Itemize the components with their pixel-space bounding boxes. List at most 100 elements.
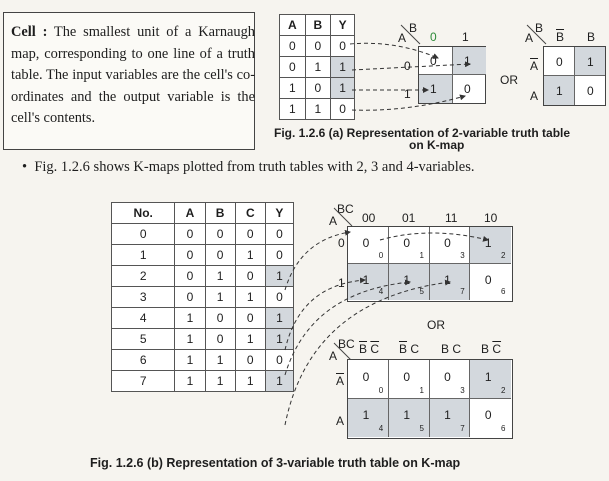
kmap2-corner-row: A	[525, 31, 534, 45]
tt2-cell: 1	[264, 370, 295, 392]
kmap2-cell-value: 1	[556, 84, 563, 98]
kmap3a-cell-index: 7	[460, 287, 465, 296]
kmap3b-col-header-bbar-cbar: B C	[359, 342, 379, 356]
kmap3b-cell-index: 4	[378, 424, 384, 433]
arrow-line	[349, 42, 439, 59]
kmap1-cell-value: 1	[464, 54, 471, 68]
tt1-cell: 0	[330, 98, 355, 120]
bullet-paragraph: • Fig. 1.2.6 shows K-maps plotted from t…	[22, 159, 475, 176]
kmap3b-cell-index: 1	[419, 385, 424, 395]
kmap3b-cell-index: 5	[419, 424, 424, 433]
kmap3b-cell-value: 1	[484, 369, 492, 384]
bullet-icon: •	[22, 159, 35, 175]
kmap1-cell: 0	[453, 75, 486, 103]
kmap3b-corner-row: A	[329, 349, 338, 363]
kmap3a-col-header: 01	[402, 211, 416, 225]
kmap3a-cell-index: 3	[460, 250, 465, 260]
kmap2-cell: 1	[544, 76, 575, 105]
kmap1-cell-value: 0	[464, 82, 471, 96]
kmap3a-cell-value: 0	[362, 236, 370, 251]
kmap3b-cell-value: 0	[444, 369, 451, 384]
kmap3b-col-b: B	[481, 342, 490, 356]
kmap3a-corner-col: BC	[337, 202, 354, 216]
kmap2-grid: 0 1 1 0	[543, 46, 606, 106]
kmap3a-cell-value: 0	[444, 236, 451, 251]
caption-b: Fig. 1.2.6 (b) Representation of 3-varia…	[90, 456, 461, 470]
kmap1-corner-diagonal	[400, 24, 421, 45]
two-var-truth-table: A B Y 0 0 0 0 1 1 1 0 1 1 1 0	[279, 14, 355, 120]
kmap3b-corner-col: BC	[338, 337, 355, 351]
kmap1-cell: 1	[453, 47, 486, 75]
kmap3a-corner-diagonal	[333, 207, 353, 227]
arrow-line	[284, 229, 351, 291]
kmap1-cell-value: 0	[430, 54, 437, 68]
kmap3b-col-c: C	[410, 342, 420, 356]
kmap3a-cell-index: 6	[501, 287, 506, 296]
kmap3a-row-header: 1	[338, 276, 345, 290]
definition-paragraph: Cell : The smallest unit of a Karnaugh m…	[11, 22, 255, 130]
kmap2-col-header-bbar: B	[556, 30, 565, 44]
kmap2-row-header-a: A	[530, 89, 539, 103]
kmap3a-cell-index: 0	[378, 250, 384, 260]
arrow-line	[284, 277, 366, 351]
kmap3b-cell-value: 0	[484, 408, 492, 423]
kmap1-corner-row: A	[398, 31, 407, 45]
kmap2-corner-diagonal	[526, 24, 547, 45]
kmap3a-cell-value: 0	[403, 236, 411, 251]
kmap3b-cell-value: 0	[362, 369, 370, 384]
kmap2-col-header-b: B	[587, 30, 596, 44]
kmap1-cell: 0	[419, 47, 453, 75]
tt1-cell: 1	[330, 77, 355, 99]
kmap3a-col-header: 10	[484, 211, 498, 225]
kmap3b-row-header-a: A	[336, 414, 345, 428]
tt1-cell: 1	[330, 56, 355, 78]
tt2-cell: 1	[264, 328, 295, 350]
kmap3a-cell-index: 1	[419, 250, 424, 260]
kmap3b-col-b: B	[441, 342, 450, 356]
kmap3a-cell-value: 1	[362, 272, 370, 287]
kmap1-col-header: 1	[462, 30, 469, 44]
kmap2-cell-value: 0	[556, 55, 563, 69]
kmap3b-cell-value: 1	[444, 408, 451, 423]
table-row: 1 1 0	[279, 98, 355, 120]
kmap3a-col-header: 00	[362, 211, 376, 225]
kmap1-row-header: 0	[404, 59, 411, 73]
kmap3b-cell-index: 3	[460, 385, 465, 395]
kmap3a-corner-row: A	[329, 214, 338, 228]
kmap3a-cell-index: 5	[419, 287, 424, 296]
kmap3b-cell-index: 2	[501, 385, 506, 395]
kmap2-corner-col: B	[535, 21, 544, 35]
kmap3b-col-b: B	[399, 342, 408, 356]
table-row: 0 0 0	[279, 35, 355, 57]
arrow-line	[351, 94, 466, 111]
kmap3b-cell-value: 1	[403, 408, 411, 423]
kmap3a-row-header: 0	[338, 236, 345, 250]
kmap3a-cell-value: 0	[484, 272, 492, 287]
kmap2-cell-value: 1	[587, 55, 594, 69]
kmap3b-col-header-b-cbar: B C	[481, 342, 501, 356]
definition-box: Cell : The smallest unit of a Karnaugh m…	[3, 12, 255, 150]
kmap2-row-header-abar: A	[530, 59, 539, 73]
caption-a-line1: Fig. 1.2.6 (a) Representation of 2-varia…	[274, 126, 571, 140]
kmap3b-cell-index: 6	[501, 424, 506, 433]
or-label-2var: OR	[500, 73, 518, 87]
caption-a-line2: on K-map	[409, 138, 465, 152]
kmap3b-corner-diagonal	[333, 342, 353, 362]
kmap2-cell: 0	[544, 47, 575, 76]
table-row: 1 0 1	[279, 77, 355, 99]
